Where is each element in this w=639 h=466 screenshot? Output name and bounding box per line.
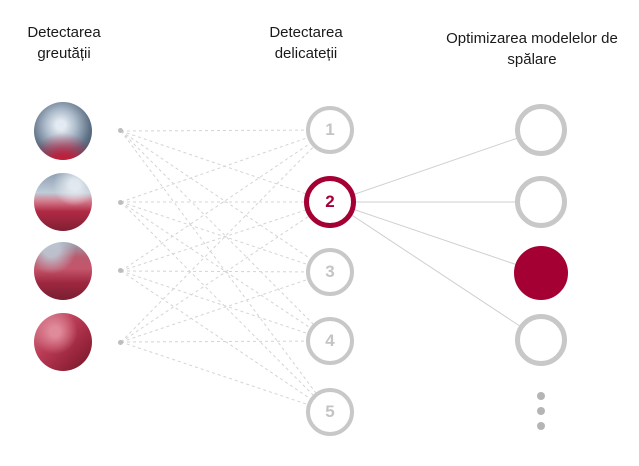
node-number: 2: [325, 192, 335, 211]
column-title-weight-detection: Detectarea greutății: [27, 24, 101, 62]
node-number: 3: [325, 262, 335, 281]
drum-and-red-fabric-photo: [34, 173, 92, 231]
node-number: 4: [325, 331, 335, 350]
column-title-wash-optimization: Optimizarea modelelor de spălare: [446, 30, 618, 68]
red-fabric-with-drum-photo: [34, 242, 92, 300]
delicacy-node-1: 1: [306, 106, 354, 154]
column-title-delicacy-detection: Detectarea delicateții: [269, 24, 343, 62]
pattern-node-1: [515, 104, 567, 156]
connector-dot: [118, 268, 123, 273]
connector-dot: [118, 340, 123, 345]
delicacy-node-5: 5: [306, 388, 354, 436]
pattern-node-3-selected: [514, 246, 568, 300]
ellipsis-dot: [537, 422, 545, 430]
dashed-connections: [120, 129, 331, 413]
pattern-node-2: [515, 176, 567, 228]
node-number: 1: [325, 120, 335, 139]
ellipsis-dot: [537, 392, 545, 400]
pattern-node-4: [515, 314, 567, 366]
ellipsis-dot: [537, 407, 545, 415]
washer-drum-photo: [34, 102, 92, 160]
connector-dot: [118, 200, 123, 205]
node-number: 5: [325, 402, 335, 421]
delicacy-node-4: 4: [306, 317, 354, 365]
delicacy-node-3: 3: [306, 248, 354, 296]
solid-connections: [331, 129, 542, 341]
delicacy-node-2-selected: 2: [304, 176, 356, 228]
red-fabric-photo: [34, 313, 92, 371]
connector-dot: [118, 128, 123, 133]
